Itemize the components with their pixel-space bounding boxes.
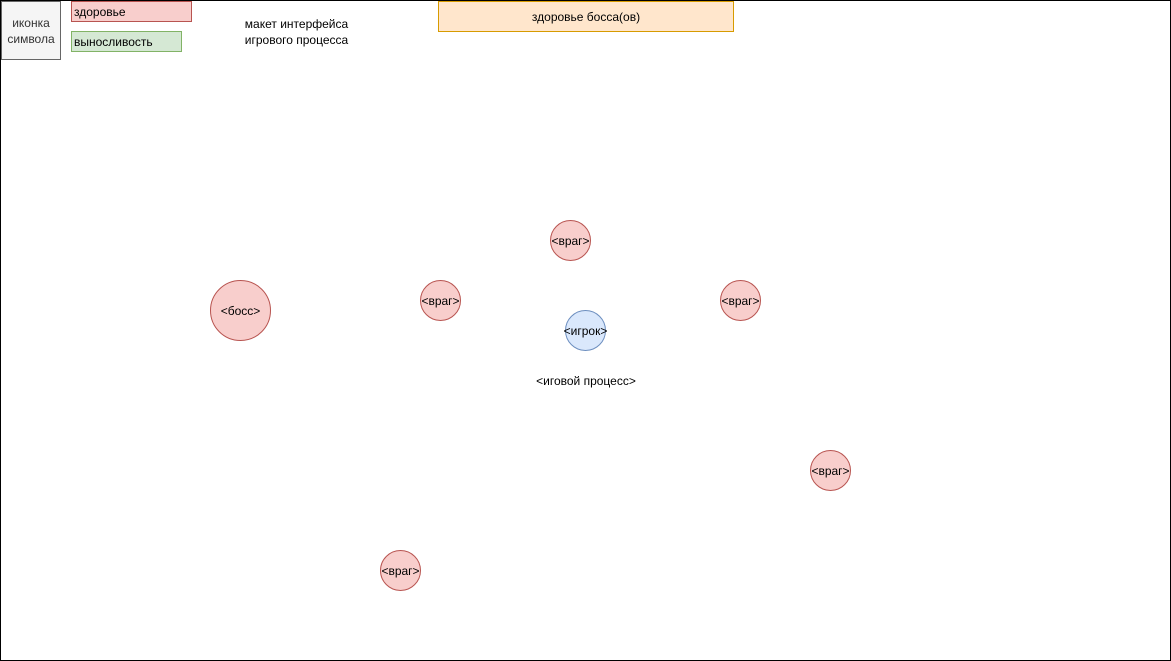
portrait-label-line2: символа [7,31,55,46]
enemy-unit[interactable]: <враг> [420,280,461,321]
caption-line1: макет интерфейса [244,17,349,31]
character-portrait-icon[interactable]: иконка символа [1,1,61,60]
enemy-unit[interactable]: <враг> [810,450,851,491]
caption-line2: игрового процесса [244,33,349,47]
enemy-unit[interactable]: <враг> [720,280,761,321]
enemy-label: <враг> [421,293,460,308]
enemy-label: <враг> [811,463,850,478]
health-bar-label: здоровье [74,4,126,19]
stamina-bar-label: выносливость [74,34,153,49]
boss-health-bar: здоровье босса(ов) [438,1,734,32]
enemy-label: <враг> [381,563,420,578]
stamina-bar: выносливость [71,31,182,52]
portrait-label-line1: иконка [12,15,50,30]
health-bar: здоровье [71,1,192,22]
gameplay-area-label: <иговой процесс> [536,374,636,388]
boss-unit[interactable]: <босс> [210,280,271,341]
boss-label: <босс> [220,303,261,318]
boss-health-label: здоровье босса(ов) [531,9,641,24]
enemy-unit[interactable]: <враг> [380,550,421,591]
player-unit[interactable]: <игрок> [563,310,608,351]
enemy-label: <враг> [551,233,590,248]
enemy-unit[interactable]: <враг> [550,220,591,261]
mockup-caption: макет интерфейса игрового процесса [239,16,354,48]
player-label: <игрок> [563,323,608,338]
enemy-label: <враг> [721,293,760,308]
